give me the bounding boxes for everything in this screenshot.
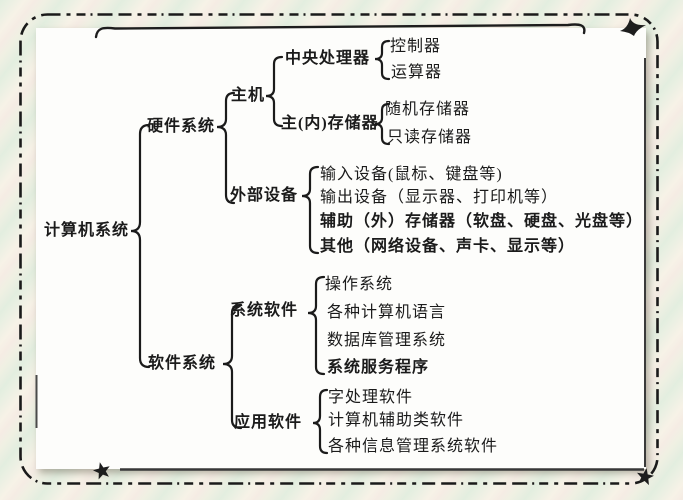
node-computer-system: 计算机系统: [44, 222, 130, 239]
node-application-software: 应用软件: [234, 414, 303, 431]
leaf-auxiliary-storage: 辅助（外）存储器（软盘、硬盘、光盘等）: [320, 213, 644, 230]
node-hardware-system: 硬件系统: [147, 118, 216, 135]
leaf-computer-aided: 计算机辅助类软件: [328, 412, 465, 429]
five-point-star-icon: [637, 468, 654, 486]
leaf-word-processing: 字处理软件: [328, 389, 414, 406]
node-system-software: 系统软件: [230, 302, 299, 319]
leaf-info-management: 各种信息管理系统软件: [328, 438, 499, 455]
leaf-database-systems: 数据库管理系统: [327, 332, 447, 349]
leaf-other-devices: 其他（网络设备、声卡、显示等）: [320, 238, 576, 255]
leaf-rom: 只读存储器: [387, 129, 473, 146]
node-host: 主机: [231, 87, 266, 104]
node-cpu: 中央处理器: [285, 50, 371, 67]
leaf-output-devices: 输出设备（显示器、打印机等）: [320, 189, 559, 206]
leaf-input-devices: 输入设备(鼠标、键盘等): [320, 166, 503, 183]
leaf-controller: 控制器: [390, 38, 442, 55]
leaf-alu: 运算器: [391, 64, 443, 81]
node-peripherals: 外部设备: [230, 187, 299, 204]
leaf-operating-system: 操作系统: [325, 276, 394, 293]
leaf-system-services: 系统服务程序: [327, 359, 430, 376]
leaf-computer-languages: 各种计算机语言: [327, 304, 447, 321]
node-main-memory: 主(内)存储器: [281, 115, 379, 132]
node-software-system: 软件系统: [148, 355, 217, 372]
leaf-ram: 随机存储器: [385, 101, 471, 118]
